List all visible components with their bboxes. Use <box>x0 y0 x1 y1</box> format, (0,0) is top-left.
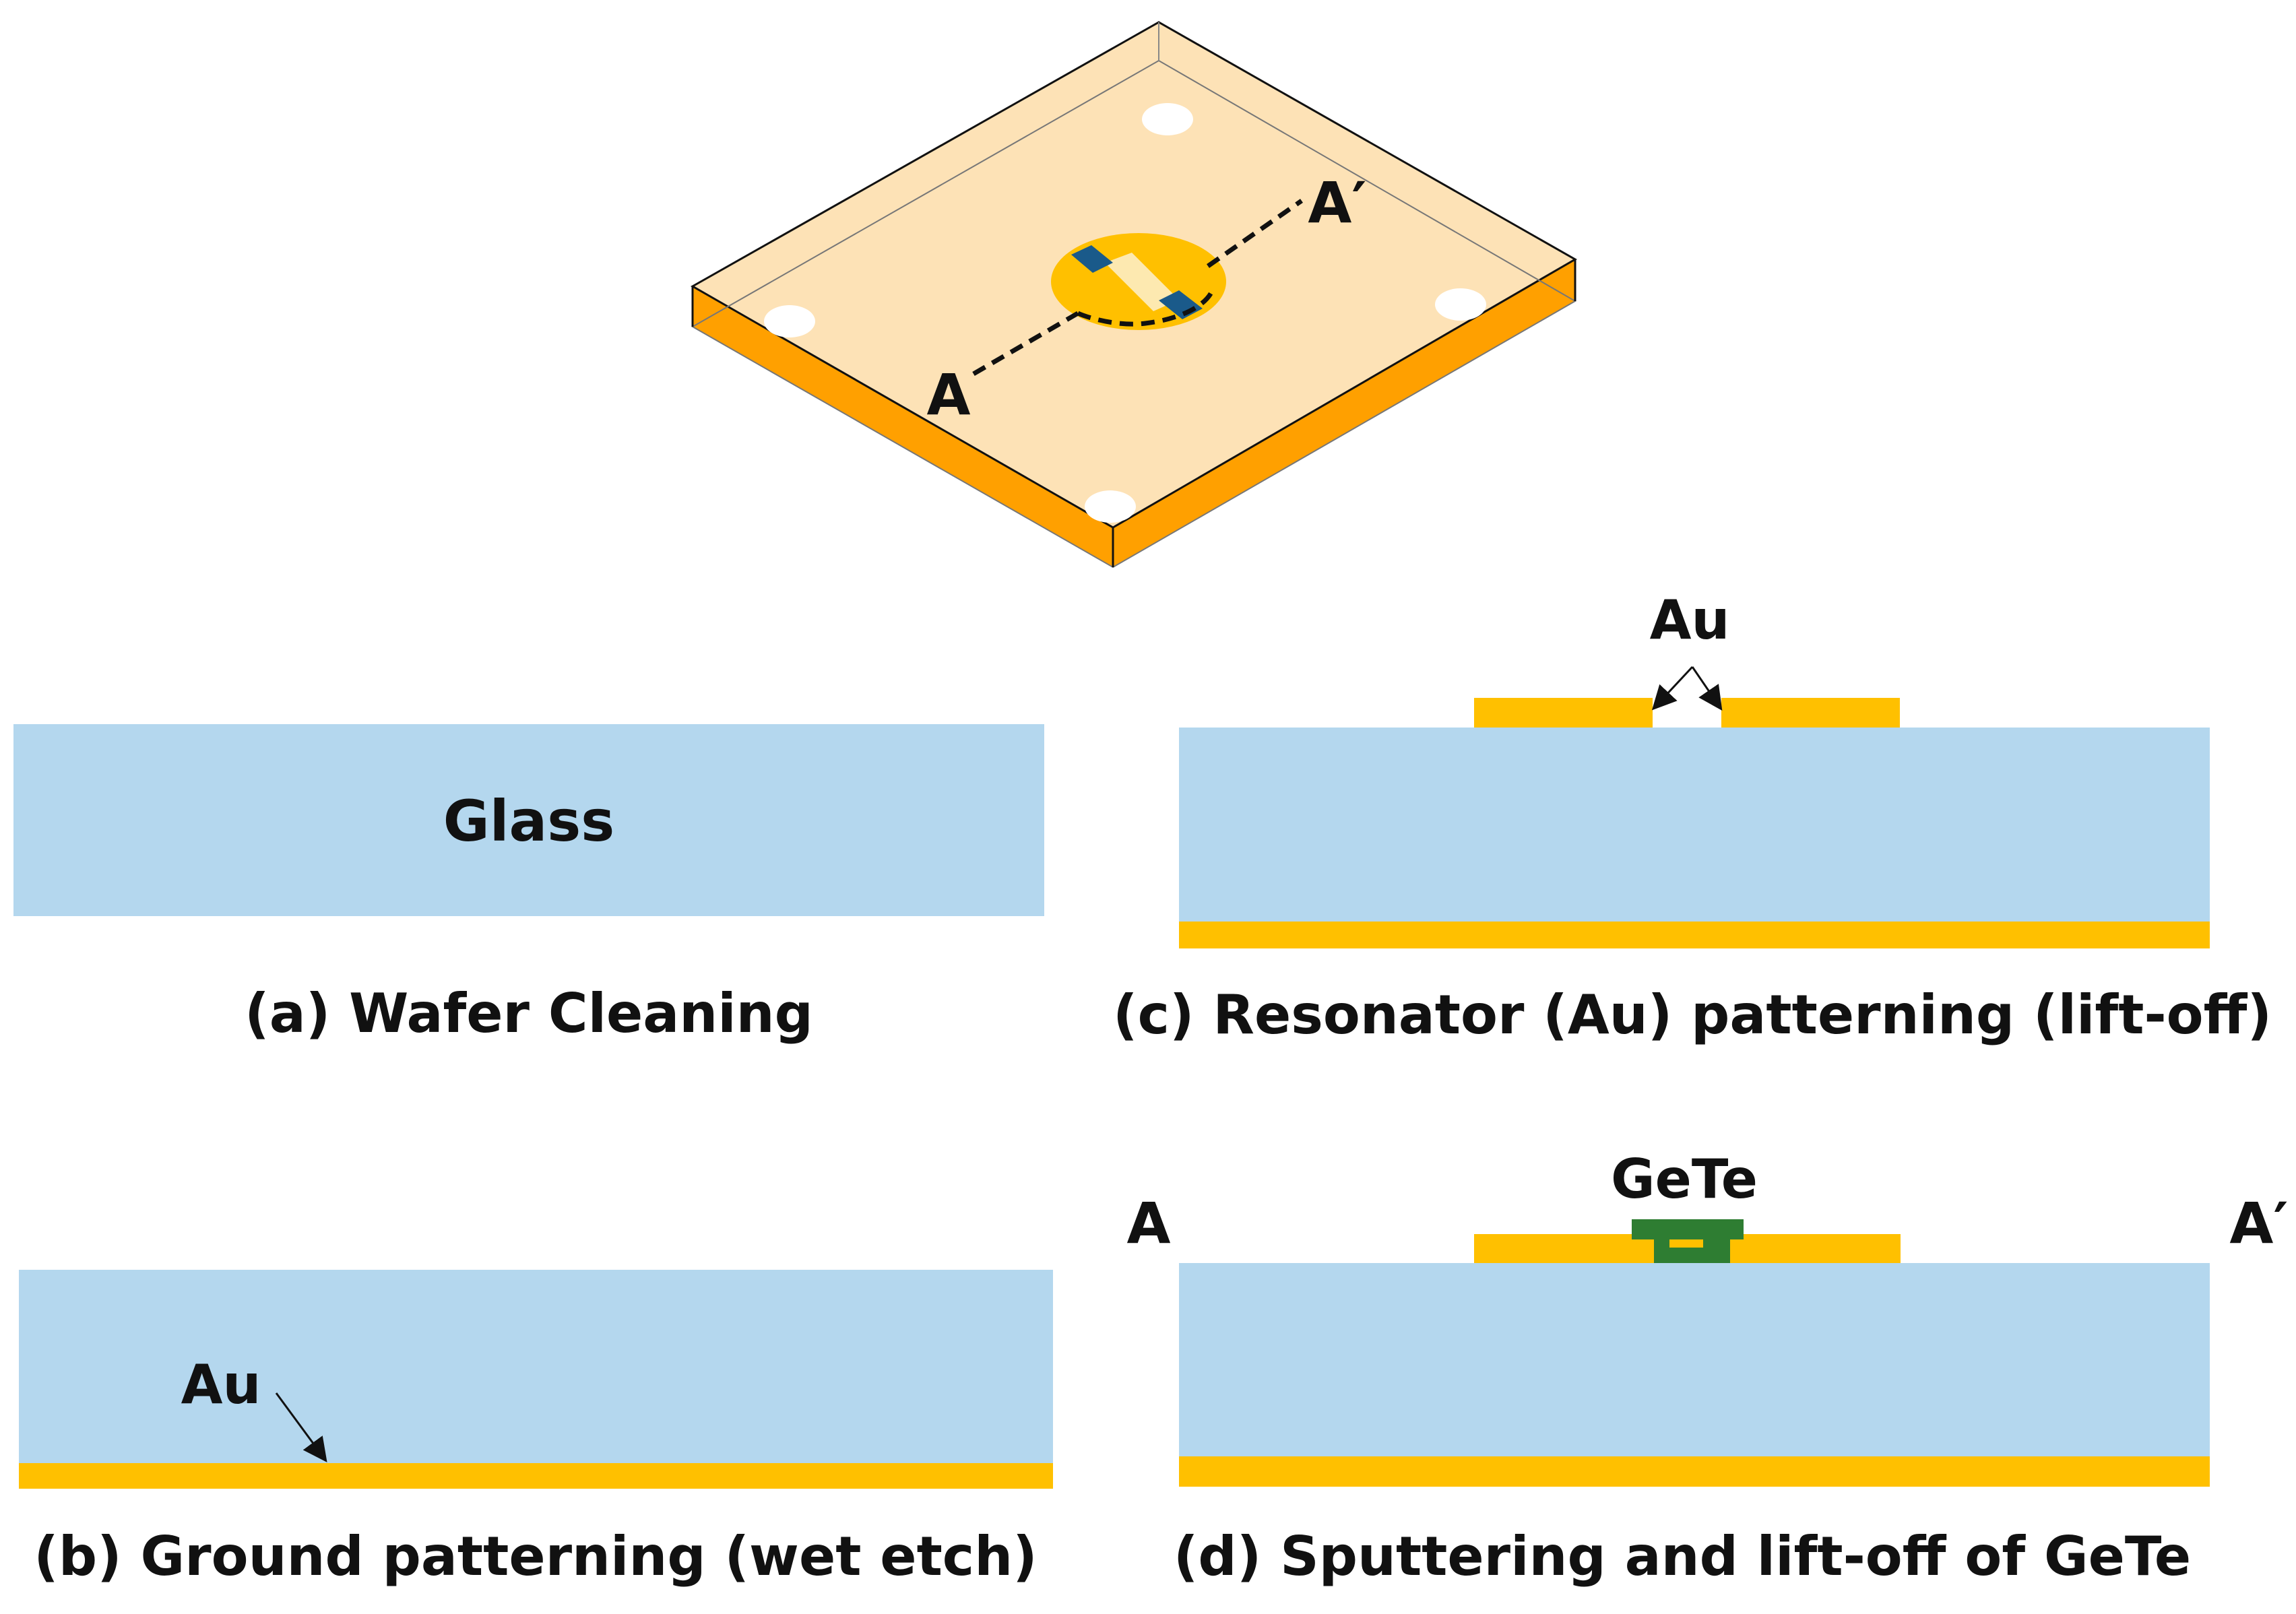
arrow-icon <box>1651 666 1694 711</box>
label-a-prime-section: A′ <box>2229 1190 2288 1256</box>
electrode-pad-icon <box>1071 245 1113 273</box>
glass-layer <box>1179 728 2210 922</box>
caption-a: (a) Wafer Cleaning <box>245 982 813 1045</box>
substrate-front-right-face <box>1113 259 1575 567</box>
label-a-prime-iso: A′ <box>1308 170 1366 236</box>
caption-d: (d) Sputtering and lift-off of GeTe <box>1174 1525 2191 1588</box>
resonator-au-right <box>1721 698 1900 728</box>
au-label: Au <box>1650 589 1730 651</box>
ground-au-layer <box>1179 1456 2210 1487</box>
caption-b: (b) Ground patterning (wet etch) <box>34 1525 1038 1588</box>
isometric-substrate-view: A A′ <box>690 21 1578 569</box>
panel-c: Au (c) Resonator (Au) patterning (lift-o… <box>1113 589 2272 1046</box>
label-a-section: A <box>1126 1190 1170 1256</box>
cut-line-icon <box>972 199 1304 377</box>
ground-au-layer <box>1179 922 2210 948</box>
panel-b: Au (b) Ground patterning (wet etch) <box>19 1270 1053 1588</box>
label-a-iso: A <box>926 362 970 428</box>
arrow-icon <box>1691 666 1723 711</box>
via-hole-icon <box>1085 490 1136 523</box>
panel-a: Glass (a) Wafer Cleaning <box>13 724 1044 1045</box>
arrow-icon <box>275 1392 327 1462</box>
via-hole-icon <box>1142 103 1193 135</box>
substrate-front-left-face <box>693 286 1113 567</box>
caption-c: (c) Resonator (Au) patterning (lift-off) <box>1113 983 2272 1046</box>
glass-label: Glass <box>443 788 614 854</box>
resonator-gap-icon <box>1105 253 1179 311</box>
gete-notch <box>1669 1239 1703 1248</box>
au-label: Au <box>181 1353 261 1416</box>
glass-layer <box>13 724 1044 916</box>
resonator-au-left <box>1474 698 1653 728</box>
glass-layer <box>19 1270 1053 1463</box>
ground-au-layer <box>19 1463 1053 1489</box>
via-hole-icon <box>1435 288 1486 321</box>
via-hole-icon <box>764 305 815 337</box>
panel-d: GeTe A A′ (d) Sputtering and lift-off of… <box>1126 1148 2288 1588</box>
gete-label: GeTe <box>1611 1148 1758 1210</box>
glass-layer <box>1179 1263 2210 1456</box>
